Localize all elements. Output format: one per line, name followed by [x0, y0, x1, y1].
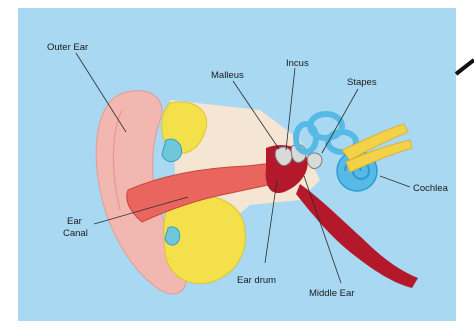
label-cochlea: Cochlea: [413, 183, 449, 194]
lower-teal-spot: [165, 227, 180, 245]
upper-teal-spot: [162, 139, 182, 162]
label-middle-ear: Middle Ear: [309, 288, 354, 299]
corner-black-stroke: [456, 60, 474, 74]
label-malleus: Malleus: [211, 70, 244, 81]
label-incus: Incus: [286, 58, 309, 69]
stapes-bone: [307, 153, 322, 168]
label-ear-drum: Ear drum: [237, 275, 276, 286]
label-ear-canal-line1: Ear: [67, 216, 82, 227]
label-outer-ear: Outer Ear: [47, 42, 88, 53]
label-stapes: Stapes: [347, 77, 377, 88]
label-ear-canal-line2: Canal: [63, 228, 88, 239]
